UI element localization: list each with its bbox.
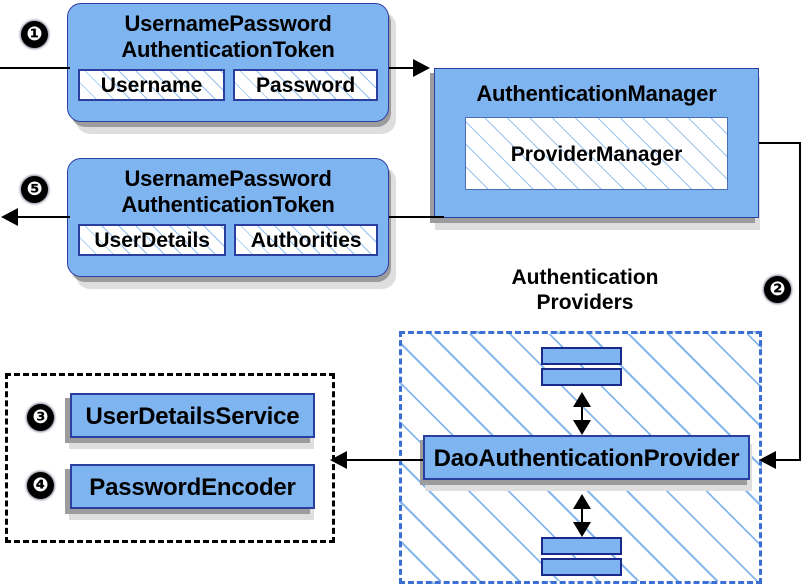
response-token-title-line2: AuthenticationToken [121, 192, 335, 217]
authentication-providers-title-line2: Providers [536, 291, 634, 314]
provider-link-top-line [581, 399, 583, 425]
request-token-title-line2: AuthenticationToken [121, 37, 335, 62]
passwordencoder-box[interactable]: PasswordEncoder [70, 464, 315, 509]
dao-to-services-arrowhead [330, 451, 347, 469]
token-to-manager-arrowhead [413, 59, 430, 77]
field-username: Username [78, 69, 226, 101]
provider-manager-box[interactable]: ProviderManager [465, 117, 728, 190]
provider-bar-top-1 [541, 347, 622, 365]
dao-authentication-provider-box[interactable]: DaoAuthenticationProvider [423, 435, 750, 480]
field-userdetails: UserDetails [78, 224, 227, 256]
manager-right-stub [759, 142, 801, 144]
response-token-card[interactable]: UsernamePassword AuthenticationToken Use… [67, 158, 389, 277]
provider-link-top-arrow-up [573, 392, 591, 407]
request-token-title-line1: UsernamePassword [124, 11, 332, 36]
step-badge-3: ❸ [27, 404, 54, 431]
step-badge-5: ❺ [21, 176, 48, 203]
outbound-response-line [18, 216, 70, 218]
outbound-response-arrowhead [1, 208, 18, 226]
manager-to-response-line [389, 216, 444, 218]
provider-link-top-arrow-down [573, 420, 591, 435]
inbound-request-line [0, 67, 70, 69]
provider-bar-bottom-1 [541, 537, 622, 555]
manager-down-connector [799, 142, 801, 460]
token-to-manager-line [389, 67, 421, 69]
authentication-providers-title-line1: Authentication [511, 266, 659, 289]
step-badge-2: ❷ [764, 276, 791, 303]
dao-to-services-line [346, 459, 423, 461]
provider-link-bottom-arrow-down [573, 522, 591, 537]
response-token-title-line1: UsernamePassword [124, 166, 332, 191]
authentication-manager-card[interactable]: AuthenticationManager ProviderManager [434, 68, 759, 218]
request-token-fields: Username Password [68, 69, 388, 101]
userdetailsservice-box[interactable]: UserDetailsService [70, 393, 315, 438]
provider-link-bottom-line [581, 501, 583, 527]
step-badge-4: ❹ [27, 472, 54, 499]
field-password: Password [233, 69, 378, 101]
response-token-fields: UserDetails Authorities [68, 224, 388, 256]
connector-to-dao-arrowhead [759, 451, 776, 469]
provider-bar-bottom-2 [541, 558, 622, 576]
request-token-card[interactable]: UsernamePassword AuthenticationToken Use… [67, 3, 389, 122]
step-badge-1: ❶ [21, 21, 48, 48]
provider-link-bottom-arrow-up [573, 494, 591, 509]
field-authorities: Authorities [234, 224, 378, 256]
connector-to-dao-line [775, 459, 801, 461]
authentication-manager-title: AuthenticationManager [476, 81, 717, 106]
provider-bar-top-2 [541, 368, 622, 386]
